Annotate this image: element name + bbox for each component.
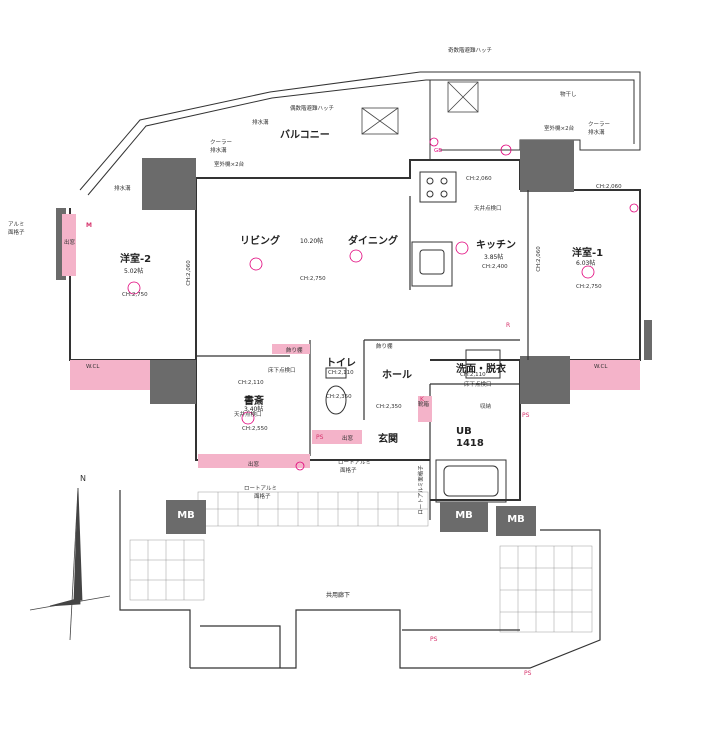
kitchen-label: キッチン — [476, 240, 516, 251]
bay-window-study: 出窓 — [248, 462, 260, 468]
wcl-left: W.CL — [86, 364, 100, 370]
aluminum-grid-1: アルミ — [8, 222, 25, 228]
bedroom1-label: 洋室-1 — [572, 248, 604, 259]
ch-hall-b: CH:2,350 — [376, 404, 402, 410]
pink-areas — [62, 214, 640, 468]
bedroom1-size: 6.03帖 — [576, 260, 596, 267]
ceiling-hatch-study: 天井点検口 — [234, 412, 262, 418]
corridor-outline — [119, 490, 601, 669]
outlets — [127, 137, 639, 471]
wcl-right: W.CL — [594, 364, 608, 370]
tile-grid — [129, 491, 593, 633]
living-size: 10.20帖 — [300, 238, 324, 245]
kitchen-fixtures — [411, 171, 457, 287]
mb-boxes — [166, 500, 536, 536]
low-grid-study-2: 面格子 — [254, 494, 271, 500]
deco-shelf-1: 飾り棚 — [286, 348, 303, 354]
ch-bedroom2-side: CH:2,060 — [185, 260, 192, 286]
north-arrow — [29, 487, 111, 641]
kitchen-size: 3.85帖 — [484, 254, 504, 261]
drain-note: 排水溝 — [252, 120, 269, 126]
storage-label: 収納 — [480, 404, 492, 410]
ceiling-hatch-kitchen: 天井点検口 — [474, 206, 502, 212]
drain2-note: 排水溝 — [114, 186, 131, 192]
outer-walls — [69, 159, 641, 501]
low-grid-study-1: ロートアルミ — [244, 486, 277, 492]
ch-bedroom1-side: CH:2,060 — [535, 246, 542, 272]
odd-hatch-note: 奇数階避難ハッチ — [448, 48, 493, 54]
deco-shelf-2: 飾り棚 — [376, 344, 393, 350]
m-marker: M — [86, 222, 92, 229]
hall-label: ホール — [382, 370, 412, 381]
washroom-label: 洗面・脱衣 — [456, 364, 506, 375]
ch-bedroom2: CH:2,750 — [122, 292, 148, 298]
floor-hatch: 床下点検口 — [268, 368, 296, 374]
hatches — [361, 81, 479, 135]
ch-kitchen-top: CH:2,060 — [466, 176, 492, 182]
ch-hall-a: CH:2,350 — [326, 394, 352, 400]
bedroom2-label: 洋室-2 — [120, 254, 152, 265]
low-grid-1: ロートアルミ — [338, 460, 371, 466]
low-grid-r: ロートアルミ面格子 — [418, 465, 425, 515]
ps-2: PS — [522, 412, 530, 419]
ps-1: PS — [316, 434, 324, 441]
k-marker: K — [420, 396, 424, 403]
ch-study: CH:2,550 — [242, 426, 268, 432]
shoes-label: 靴箱 — [418, 402, 430, 408]
dining-label: ダイニング — [348, 236, 398, 247]
ps-4: PS — [524, 670, 532, 677]
aluminum-grid-2: 面格子 — [8, 230, 25, 236]
drying-note: 物干し — [560, 92, 577, 98]
even-hatch-note: 偶数階避難ハッチ — [290, 106, 335, 112]
r-marker: R — [506, 322, 511, 329]
ch-toilet: CH:2,110 — [328, 370, 354, 376]
mb-box-3: MB — [507, 514, 525, 525]
gb-label: GB — [434, 148, 443, 154]
ub-size: 1418 — [456, 438, 484, 449]
bay-window-l: 出窓 — [64, 240, 76, 246]
living-label: リビング — [240, 236, 280, 247]
corridor-label: 共用廊下 — [326, 592, 351, 599]
ch-bedroom1: CH:2,750 — [576, 284, 602, 290]
north-label: N — [80, 474, 86, 483]
toilet-label: トイレ — [326, 358, 356, 369]
floor-hatch-wash: 床下点検口 — [464, 382, 492, 388]
bedroom2-size: 5.02帖 — [124, 268, 144, 275]
study-label: 書斎 — [244, 396, 264, 407]
low-grid-2: 面格子 — [340, 468, 357, 474]
ch-study-top: CH:2,110 — [238, 380, 264, 386]
ch-kitchen: CH:2,400 — [482, 264, 508, 270]
mb-box-2: MB — [455, 510, 473, 521]
balcony-label: バルコニー — [280, 130, 330, 141]
entrance-label: 玄関 — [378, 434, 398, 445]
cooler-drain-l-1: クーラー — [210, 140, 233, 146]
ch-living: CH:2,750 — [300, 276, 326, 282]
study-size: 3.40帖 — [244, 406, 264, 413]
bay-window-toilet: 出窓 — [342, 436, 354, 442]
cooler-drain-l-2: 排水溝 — [210, 148, 227, 154]
outdoor-unit-l: 室外機×2台 — [214, 162, 245, 168]
ch-bedroom1-top: CH:2,060 — [596, 184, 622, 190]
cooler-drain-r-1: クーラー — [588, 122, 611, 128]
columns — [56, 140, 652, 404]
outdoor-unit-r: 室外機×2台 — [544, 126, 575, 132]
mb-box-1: MB — [177, 510, 195, 521]
cooler-drain-r-2: 排水溝 — [588, 130, 605, 136]
ch-wash: CH:2,110 — [460, 372, 486, 378]
ps-3: PS — [430, 636, 438, 643]
ub-label: UB — [456, 426, 472, 437]
